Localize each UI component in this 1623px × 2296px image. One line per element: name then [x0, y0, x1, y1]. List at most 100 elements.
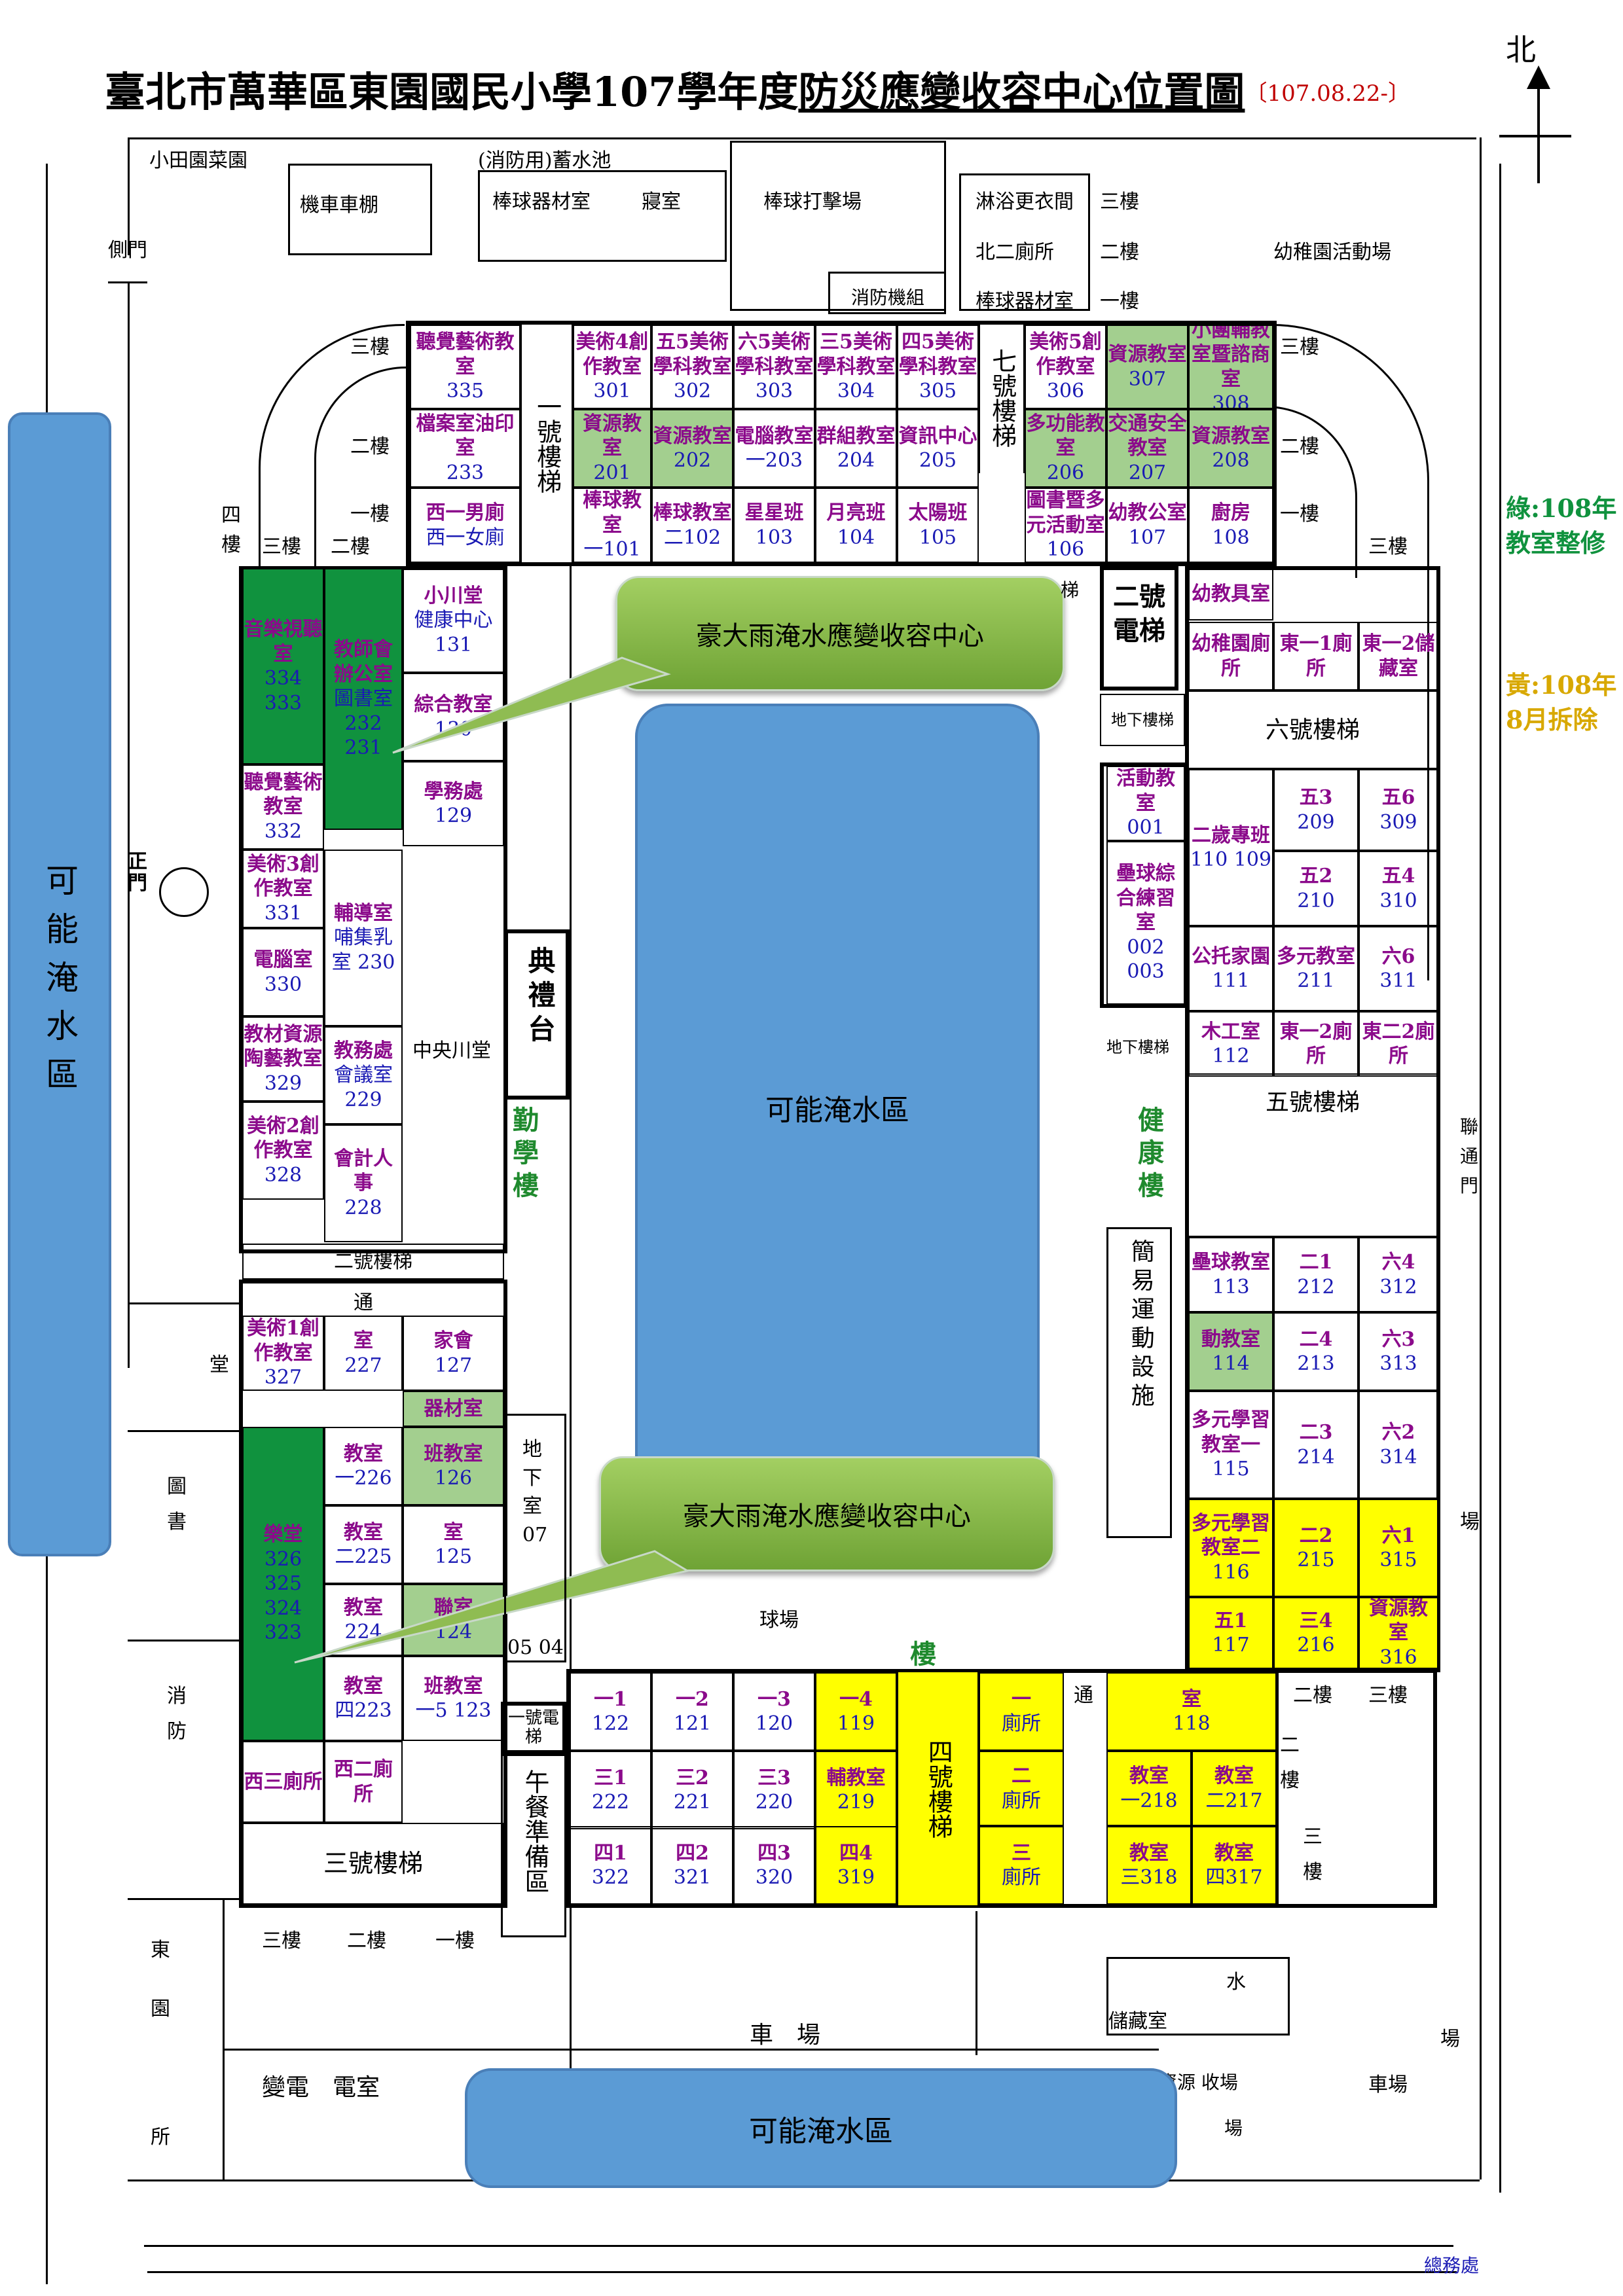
room-number: 001	[1127, 816, 1165, 840]
room-廁所: 三廁所	[979, 1826, 1064, 1905]
room-number: 303	[755, 380, 793, 403]
floor-2f-w: 二樓	[331, 535, 370, 558]
room-name: 班教室	[424, 1674, 483, 1698]
room-一226: 教室一226	[324, 1427, 403, 1505]
shelter-callout-2: 豪大雨淹水應變收容中心	[599, 1456, 1055, 1571]
room-number: 314	[1379, 1445, 1417, 1469]
wall-w2	[128, 1430, 239, 1432]
batting-range: 棒球打擊場	[730, 141, 946, 311]
floor-2f-nw: 二樓	[350, 435, 390, 458]
room-number: 202	[673, 449, 712, 472]
tank-box	[478, 170, 727, 262]
room-name: 三	[1012, 1841, 1031, 1865]
room-name: 圖書暨多元活動室	[1026, 489, 1105, 537]
room-name: 家會	[433, 1329, 473, 1352]
north-arrow-icon	[1527, 65, 1550, 183]
basement-room: 地下室07	[504, 1414, 566, 1662]
storage-box: 儲藏室 水	[1106, 1957, 1290, 2036]
label-recycle-2: 場	[1224, 2117, 1243, 2139]
label-side-gate: 側門	[108, 239, 147, 262]
room-name: 資源教室	[1369, 1597, 1428, 1645]
room-廁所: 一廁所	[979, 1672, 1064, 1751]
room-name: 一1	[594, 1687, 627, 1711]
south-road	[223, 2049, 1159, 2179]
room-幼教具室: 幼教具室	[1188, 568, 1273, 620]
floor-2f-se: 二樓	[1293, 1684, 1332, 1707]
room-name: 三4	[1299, 1609, 1333, 1632]
room-002 003: 壘球綜合練習室002 003	[1106, 841, 1185, 1005]
room-number: 103	[755, 526, 793, 549]
label-baseball-storage: 棒球器材室	[492, 190, 591, 213]
room-name: 西二廁所	[334, 1758, 393, 1806]
room-name: 綜合教室	[414, 693, 493, 716]
room-name: 多功能教室	[1026, 412, 1105, 460]
room-number: 308	[1212, 392, 1250, 409]
room-name: 星星班	[744, 501, 804, 524]
room-name: 壘球教室	[1192, 1251, 1270, 1274]
room-name: 棒球教室	[653, 501, 732, 524]
room-圖書室 232 231: 教師會辦公室圖書室 232 231	[324, 568, 403, 830]
room-number: 311	[1379, 969, 1417, 992]
room-number: 233	[446, 461, 484, 484]
room-name: 六5美術學科教室	[735, 331, 814, 378]
room-name: 室	[354, 1329, 373, 1352]
label-baseball-storage-2: 棒球器材室	[976, 290, 1074, 313]
room-number: 222	[591, 1791, 630, 1814]
room-number: 209	[1297, 810, 1335, 834]
room-name: 教室	[1129, 1765, 1169, 1787]
room-number: 312	[1379, 1275, 1417, 1299]
room-number: 321	[673, 1866, 712, 1889]
room-number: 207	[1128, 461, 1167, 484]
room-東一1廁所: 東一1廁所	[1273, 622, 1359, 691]
room-name: 六3	[1381, 1327, 1415, 1351]
main-gate-icon[interactable]	[159, 867, 209, 917]
room-name: 二4	[1299, 1327, 1333, 1351]
room-name: 教材資源陶藝教室	[244, 1022, 323, 1071]
room-number: 313	[1379, 1352, 1417, 1375]
room-name: 東一2廁所	[1279, 1020, 1353, 1068]
boundary-left	[128, 281, 130, 1368]
room-name: 東二2廁所	[1362, 1020, 1435, 1068]
room-name: 室	[443, 1520, 464, 1544]
floor-1f-s: 一樓	[435, 1929, 475, 1952]
room-name: 資源教室	[653, 424, 732, 448]
floor-3f-nw: 三樓	[350, 336, 390, 359]
room-name: 五2	[1299, 865, 1333, 888]
room-name: 四2	[676, 1841, 709, 1865]
stage: 典禮台	[504, 929, 570, 1100]
label-general-affairs: 總務處	[1424, 2255, 1480, 2276]
room-number: 108	[1212, 526, 1250, 549]
room-number: 320	[755, 1866, 793, 1889]
room-number: 326 325 324 323	[264, 1547, 302, 1645]
stair-7: 七號樓梯	[979, 323, 1025, 473]
room-西二廁所: 西二廁所	[324, 1741, 403, 1823]
boundary-left-top	[128, 137, 130, 255]
wall-se	[1277, 1666, 1279, 1908]
